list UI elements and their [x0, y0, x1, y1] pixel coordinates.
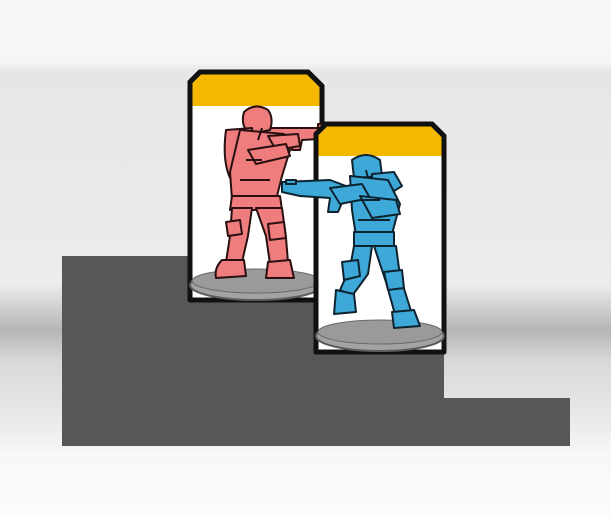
card-red-header: [193, 75, 320, 107]
card-blue-header: [319, 127, 442, 157]
